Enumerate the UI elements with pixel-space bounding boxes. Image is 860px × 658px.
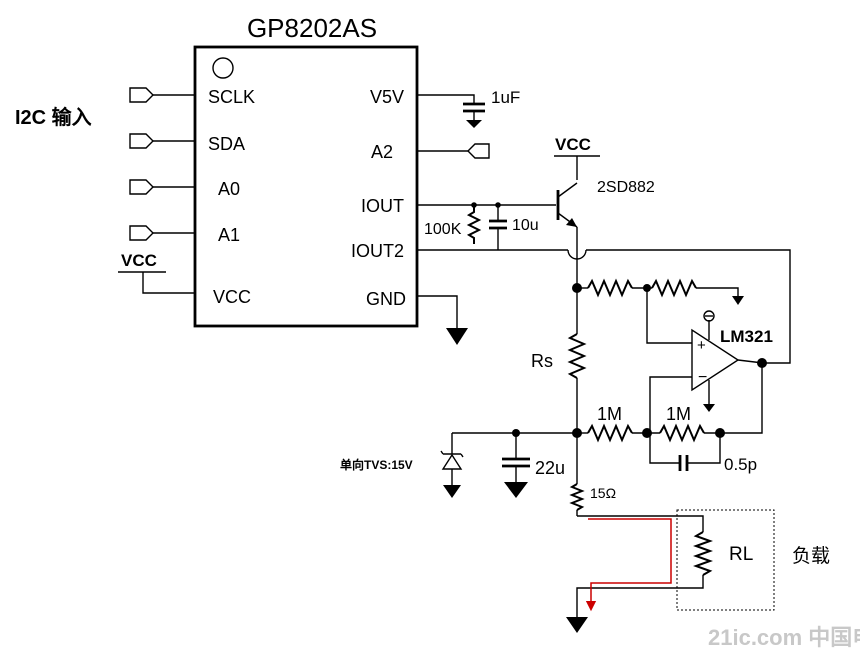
resistor-rs (567, 333, 587, 379)
tvs-diode (441, 453, 463, 470)
connector-sda (129, 133, 154, 149)
ground-22u (504, 482, 528, 498)
wire-opamp-plus (646, 288, 692, 344)
wire-v5v (417, 94, 475, 103)
opamp-lm321 (691, 328, 740, 392)
resistor-15ohm (569, 483, 585, 511)
ground-tvs (443, 485, 461, 498)
current-path-arrow (585, 518, 672, 612)
ground-load (566, 617, 588, 633)
transistor-collector (557, 182, 578, 198)
wire-gnd (417, 295, 458, 328)
watermark: 21ic.com 中国电子网 (708, 625, 860, 650)
vcc-top-label: VCC (555, 135, 591, 154)
resistor-top-1 (587, 278, 633, 298)
pin-a0: A0 (218, 179, 240, 199)
ground-1uf (466, 120, 482, 128)
resistor-1m-b (659, 423, 705, 443)
pin-iout2: IOUT2 (351, 241, 404, 261)
wire-vcc-left (142, 272, 195, 294)
svg-text:+: + (697, 337, 706, 354)
connector-sclk (129, 87, 154, 103)
load-label: 负载 (792, 545, 830, 567)
transistor-label: 2SD882 (597, 179, 655, 196)
ground-top-network (732, 296, 744, 305)
connector-a1 (129, 225, 154, 241)
ground-chip (446, 328, 468, 345)
pin-v5v: V5V (370, 87, 404, 107)
pin-iout: IOUT (361, 196, 404, 216)
r-1m-a-label: 1M (597, 404, 622, 424)
rs-label: Rs (531, 351, 553, 371)
resistor-100k (466, 205, 482, 244)
connector-a0 (129, 179, 154, 195)
rl-label: RL (729, 544, 753, 565)
pin1-marker (212, 57, 234, 79)
wire-to-load (577, 515, 704, 532)
r-100k-label: 100K (424, 221, 462, 238)
connector-a2 (467, 143, 490, 159)
c-22u-label: 22u (535, 458, 565, 478)
resistor-top-2 (651, 278, 697, 298)
wire-feedback-right (586, 249, 791, 364)
svg-text:−: − (698, 369, 707, 386)
ground-opamp (703, 404, 715, 412)
chip-title: GP8202AS (247, 13, 377, 43)
c-1uf-label: 1uF (491, 88, 520, 107)
pin-a2: A2 (371, 142, 393, 162)
resistor-1m-a (587, 423, 633, 443)
wire-load-return (576, 575, 704, 617)
pin-gnd: GND (366, 289, 406, 309)
r-1m-b-label: 1M (666, 404, 691, 424)
load-box (676, 509, 775, 611)
wire-opamp-feedback (722, 363, 763, 434)
c-05p-label: 0.5p (724, 455, 757, 474)
pin-vcc: VCC (213, 287, 251, 307)
tvs-label: 单向TVS:15V (340, 457, 413, 472)
vcc-left-label: VCC (121, 251, 157, 270)
pin-sclk: SCLK (208, 87, 255, 107)
i2c-input-label: I2C 输入 (15, 105, 92, 129)
wire-opamp-minus (649, 376, 692, 433)
r-15-label: 15Ω (590, 485, 616, 501)
opamp-label: LM321 (720, 327, 773, 346)
pin-a1: A1 (218, 225, 240, 245)
resistor-rl (693, 531, 713, 576)
c-10u-label: 10u (512, 217, 539, 234)
pin-sda: SDA (208, 134, 245, 154)
